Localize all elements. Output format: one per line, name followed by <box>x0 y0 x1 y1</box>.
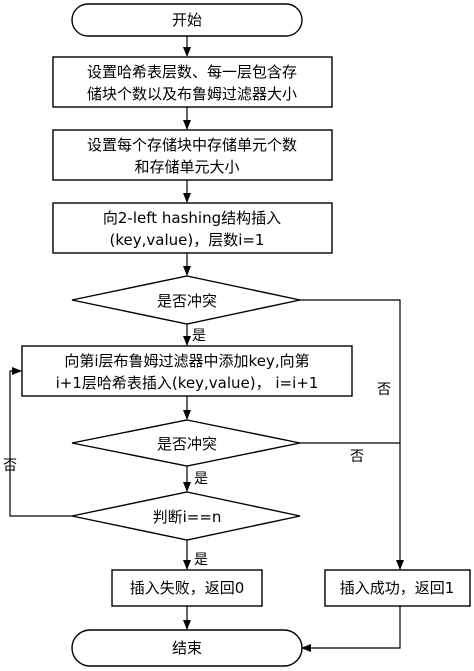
step1-box <box>52 56 333 108</box>
step4-line2: i+1层哈希表插入(key,value)， i=i+1 <box>56 374 319 392</box>
yes-label-2: 是 <box>194 471 208 487</box>
end-terminator <box>71 629 303 667</box>
fail-label: 插入失败，返回0 <box>130 579 245 597</box>
success-box <box>324 569 471 607</box>
yes-label-3: 是 <box>194 552 208 568</box>
no-label-3: 否 <box>3 458 17 474</box>
step3-line2: (key,value)，层数i=1 <box>110 231 265 249</box>
arrow-decision1-success <box>300 299 404 570</box>
decision1-label: 是否冲突 <box>157 292 217 310</box>
end-label: 结束 <box>172 639 202 657</box>
fail-box <box>111 569 263 607</box>
decision2-label: 是否冲突 <box>157 435 217 453</box>
yes-label-1: 是 <box>192 328 206 344</box>
step4-box <box>21 345 353 397</box>
step2-line2: 和存储单元大小 <box>134 158 239 176</box>
step2-line1: 设置每个存储块中存储单元个数 <box>87 136 297 154</box>
decision3-label: 判断i==n <box>153 508 222 526</box>
step4-line1: 向第i层布鲁姆过滤器中添加key,向第 <box>64 352 309 370</box>
arrow-decision3-loop <box>9 367 72 517</box>
step3-box <box>52 202 333 254</box>
success-label: 插入成功，返回1 <box>340 579 455 597</box>
arrow-success-end <box>301 606 401 652</box>
start-label: 开始 <box>172 11 202 29</box>
step1-line1: 设置哈希表层数、每一层包含存 <box>87 63 297 81</box>
step3-line1: 向2-left hashing结构插入 <box>103 209 281 227</box>
no-label-1: 否 <box>377 382 391 398</box>
step2-box <box>52 129 333 181</box>
no-label-2: 否 <box>350 449 364 465</box>
step1-line2: 储块个数以及布鲁姆过滤器大小 <box>87 85 297 103</box>
